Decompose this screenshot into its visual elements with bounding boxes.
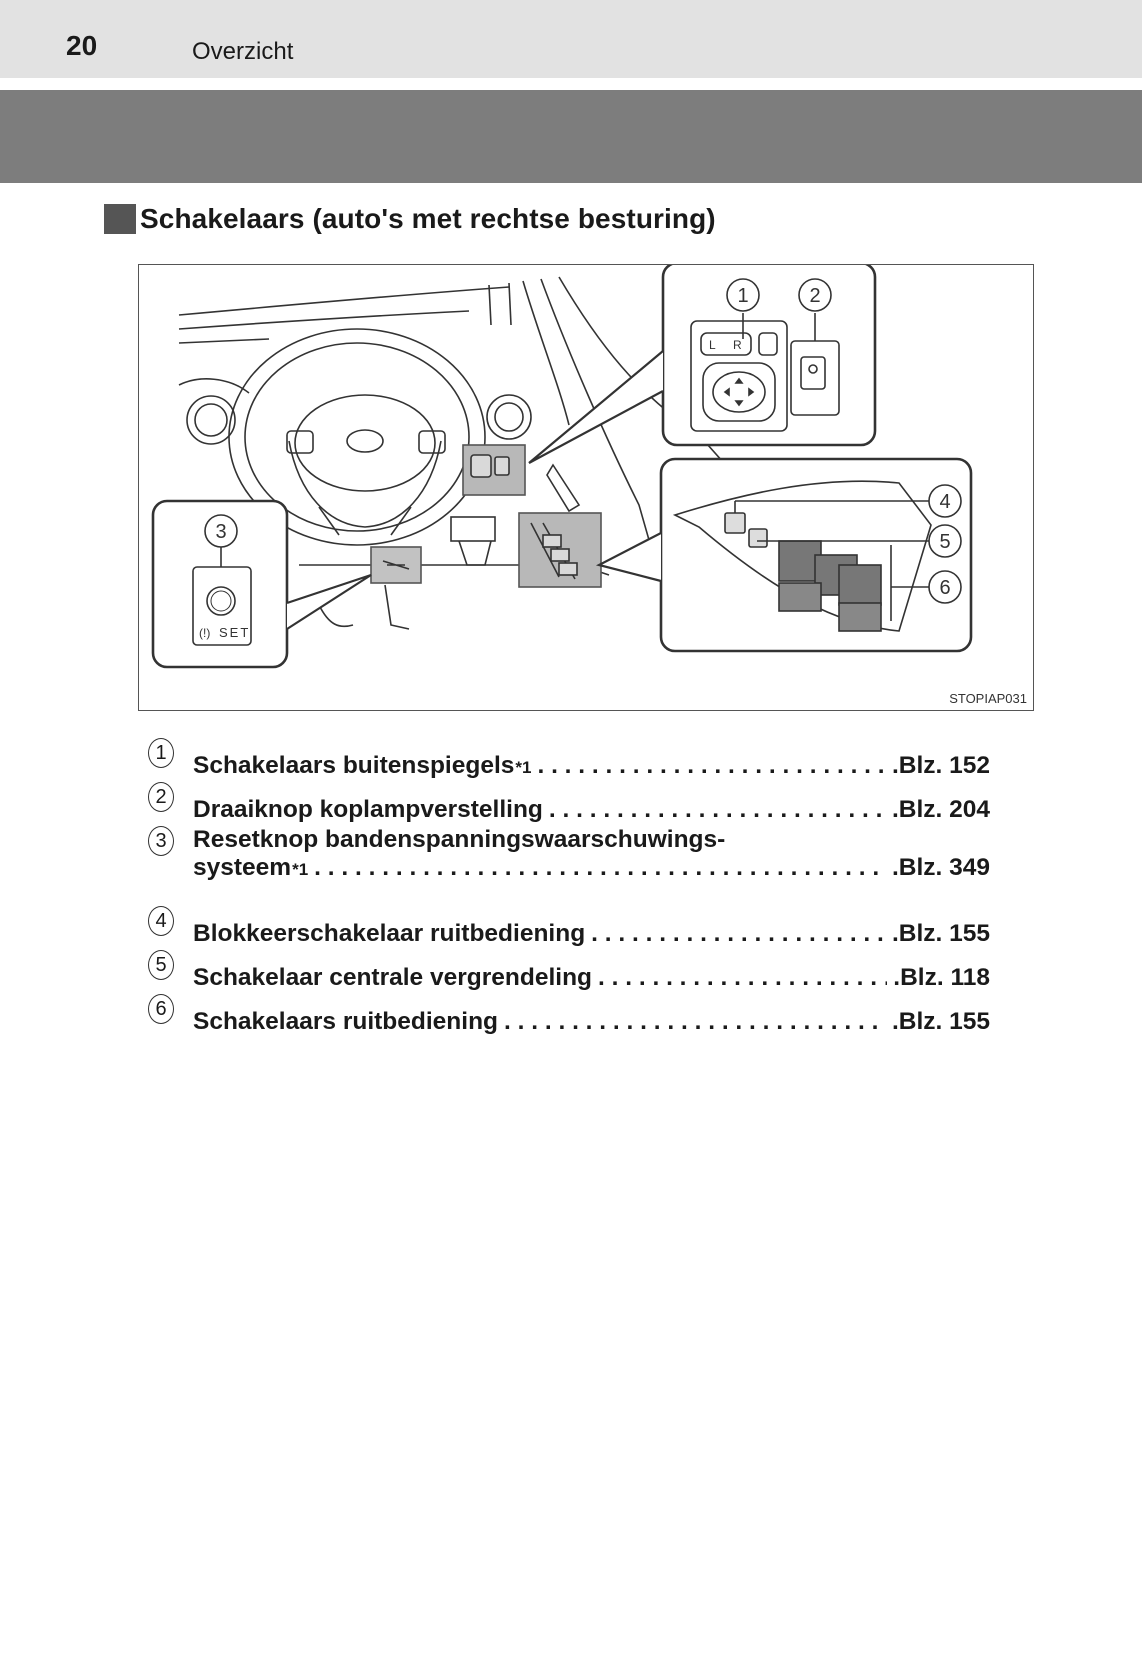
dashboard-illustration: L R 1 2 (!) SET 3 <box>138 264 1034 711</box>
item-text-continued: systeem <box>193 854 292 881</box>
mirror-right-label: R <box>733 338 742 352</box>
figure-code: STOPIAP031 <box>949 691 1027 706</box>
svg-text:1: 1 <box>737 285 748 307</box>
dashboard-drawing: L R 1 2 (!) SET 3 <box>151 265 973 669</box>
page-reference[interactable]: .Blz. 155 <box>891 920 990 947</box>
page-reference[interactable]: .Blz. 155 <box>891 1008 990 1035</box>
item-number: 6 <box>148 994 174 1024</box>
callout-1: 1 <box>726 278 760 312</box>
item-text: Resetknop bandenspanningswaarschuwings- <box>193 826 726 853</box>
svg-text:6: 6 <box>939 577 950 599</box>
item-footnote: *1 <box>292 860 309 879</box>
callout-2: 2 <box>798 278 832 312</box>
item-text: Draaiknop koplampverstelling <box>193 796 543 823</box>
mirror-left-label: L <box>709 338 716 352</box>
section-label: Overzicht <box>192 38 294 65</box>
callout-6: 6 <box>928 570 962 604</box>
list-item: 4 Blokkeerschakelaar ruitbediening .Blz.… <box>148 904 990 948</box>
leader-dots <box>598 964 887 992</box>
leader-dots <box>504 1008 886 1036</box>
item-footnote: *1 <box>515 758 532 777</box>
callout-3: 3 <box>204 514 238 548</box>
page-reference[interactable]: .Blz. 152 <box>891 752 990 779</box>
svg-text:4: 4 <box>939 491 950 513</box>
item-text: Schakelaars buitenspiegels <box>193 752 515 779</box>
heading-text: Schakelaars (auto's met rechtse besturin… <box>140 203 716 234</box>
page-reference[interactable]: .Blz. 118 <box>893 964 990 991</box>
item-number: 1 <box>148 738 174 768</box>
set-label: SET <box>219 625 250 640</box>
item-number: 4 <box>148 906 174 936</box>
leader-dots <box>537 752 885 780</box>
switch-list: 1 Schakelaars buitenspiegels*1 .Blz. 152… <box>148 736 990 1036</box>
list-item: 3 Resetknop bandenspanningswaarschuwings… <box>148 824 990 904</box>
item-number: 5 <box>148 950 174 980</box>
item-number: 3 <box>148 826 174 856</box>
svg-text:3: 3 <box>215 521 226 543</box>
svg-text:2: 2 <box>809 285 820 307</box>
list-item: 2 Draaiknop koplampverstelling .Blz. 204 <box>148 780 990 824</box>
item-text: Schakelaars ruitbediening <box>193 1008 498 1035</box>
list-item: 1 Schakelaars buitenspiegels*1 .Blz. 152 <box>148 736 990 780</box>
leader-dots <box>591 920 886 948</box>
list-item: 5 Schakelaar centrale vergrendeling .Blz… <box>148 948 990 992</box>
item-number: 2 <box>148 782 174 812</box>
page-number: 20 <box>66 30 98 61</box>
section-heading: Schakelaars (auto's met rechtse besturin… <box>104 203 716 235</box>
item-text: Schakelaar centrale vergrendeling <box>193 964 592 991</box>
leader-dots <box>549 796 886 824</box>
svg-text:5: 5 <box>939 531 950 553</box>
header-band <box>0 90 1142 183</box>
callout-5: 5 <box>928 524 962 558</box>
page-reference[interactable]: .Blz. 349 <box>891 854 990 881</box>
svg-text:(!): (!) <box>199 626 210 640</box>
page-reference[interactable]: .Blz. 204 <box>891 796 990 823</box>
heading-square-icon <box>104 204 136 234</box>
item-text: Blokkeerschakelaar ruitbediening <box>193 920 586 947</box>
callout-4: 4 <box>928 484 962 518</box>
page-header: 20 Overzicht <box>0 0 1142 78</box>
list-item: 6 Schakelaars ruitbediening .Blz. 155 <box>148 992 990 1036</box>
leader-dots <box>314 854 886 882</box>
